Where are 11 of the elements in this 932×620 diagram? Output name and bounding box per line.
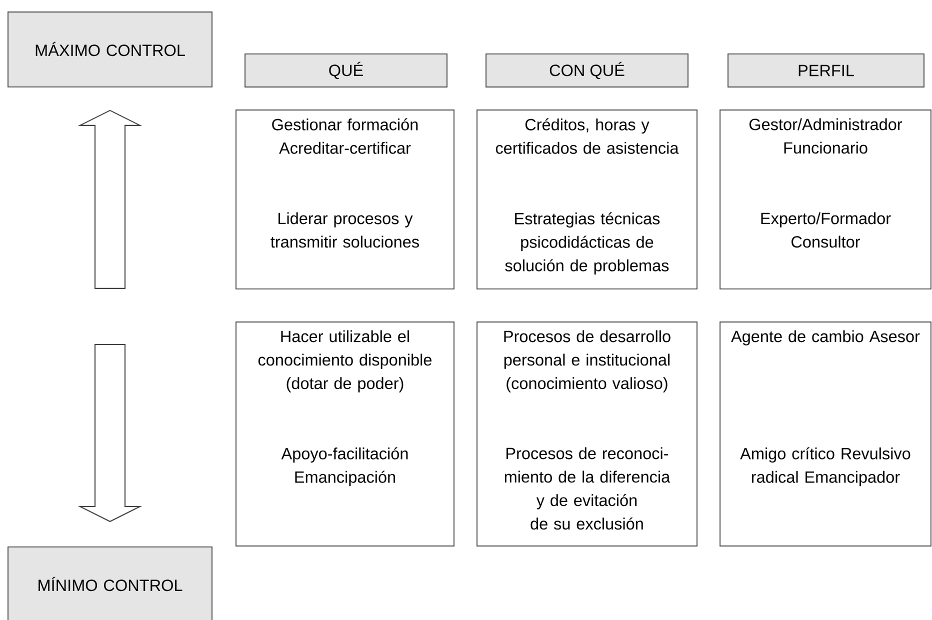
table-cell: Agente de cambio Asesor Amigo crítico Revulsivo radical Emancipador	[720, 322, 932, 546]
table-cell: Gestor/Administrador Funcionario Experto/Formador Consultor	[720, 110, 932, 290]
column-header: CON QUÉ	[486, 54, 688, 88]
column-header: QUÉ	[244, 54, 448, 88]
table-cell: Créditos, horas y certificados de asistencia Estrategias técnicas psicodidácticas de solución de problemas	[476, 110, 698, 290]
table-cell: Hacer utilizable el conocimiento disponible (dotar de poder) Apoyo-facilitación Emancipación	[236, 322, 454, 546]
table-cell: Gestionar formación Acreditar-certificar Liderar procesos y transmitir soluciones	[236, 110, 454, 290]
column-header: PERFIL	[728, 54, 924, 88]
control-level-box: MÍNIMO CONTROL	[8, 546, 212, 620]
table-cell: Procesos de desarrollo personal e institucional (conocimiento valioso) Procesos de reconoci-miento de la diferencia y de evitación de su exclusión	[476, 322, 698, 546]
control-level-box: MÁXIMO CONTROL	[8, 12, 212, 88]
